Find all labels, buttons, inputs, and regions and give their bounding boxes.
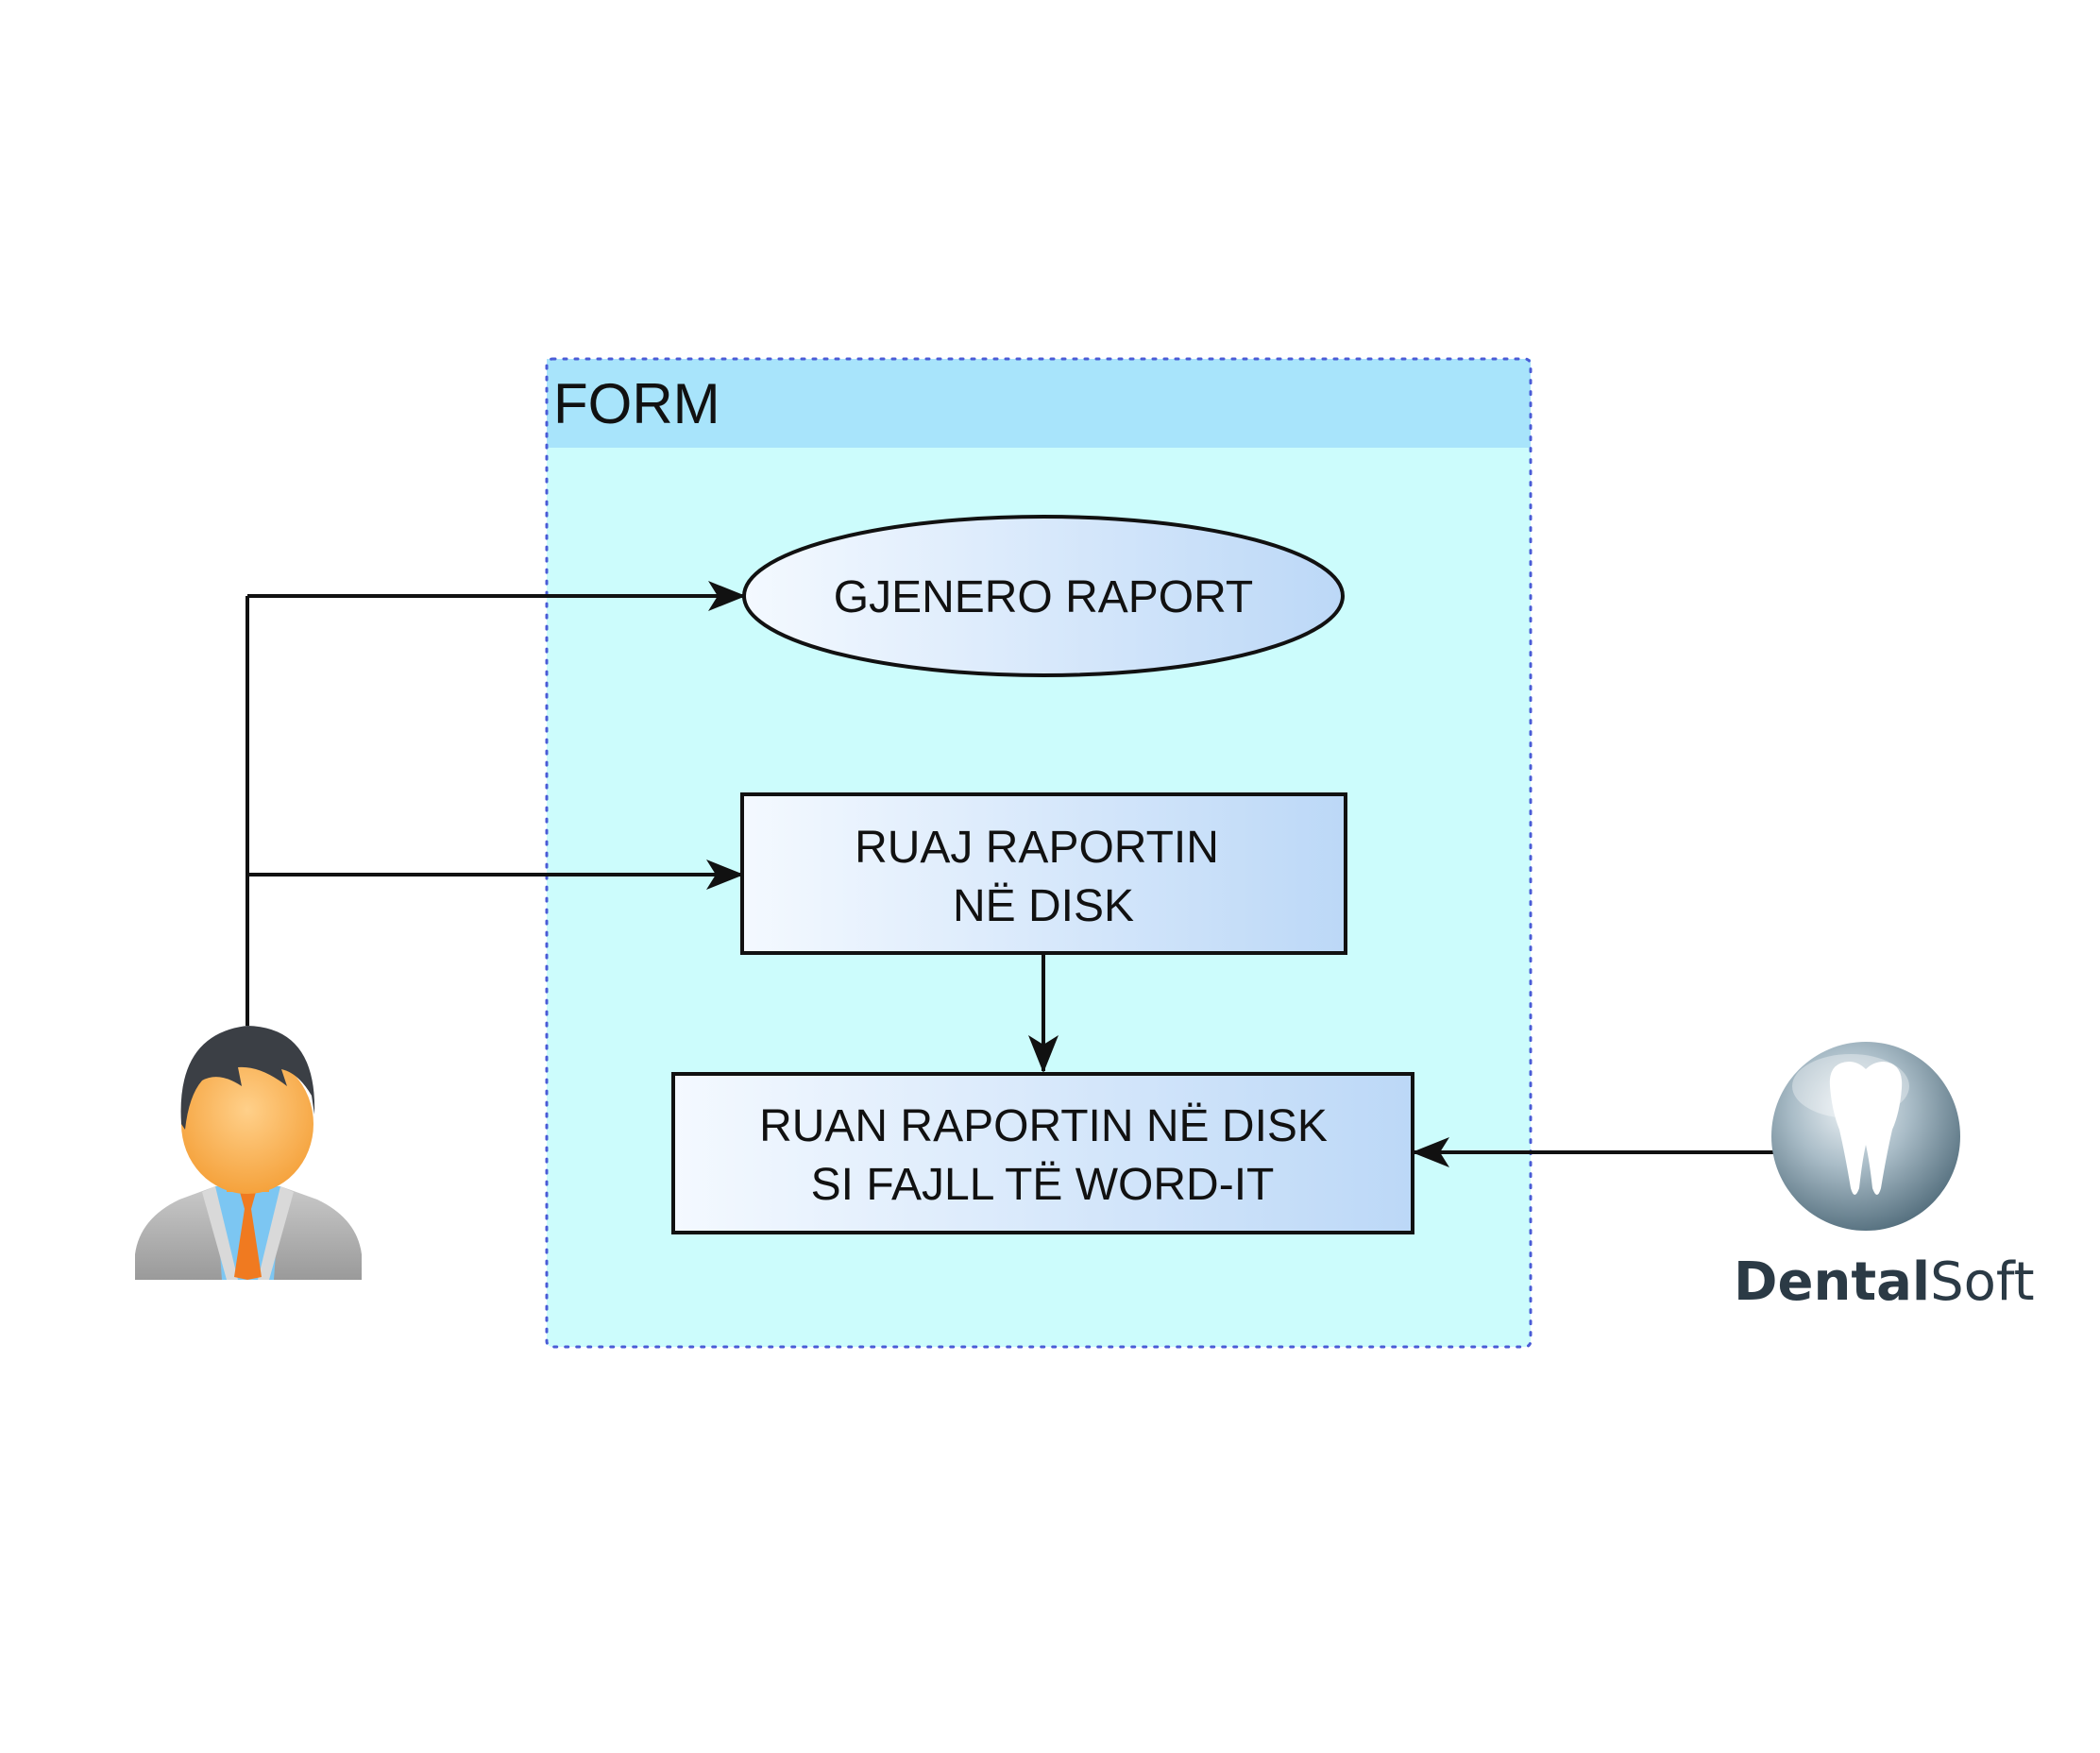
save-report-label-line2: NË DISK: [953, 881, 1134, 931]
tooth-shape: [1829, 1062, 1903, 1195]
save-report-label-line1: RUAJ RAPORTIN: [855, 823, 1219, 873]
user-lapel-left: [202, 1186, 238, 1280]
process-save-report: RUAJ RAPORTIN NË DISK: [740, 792, 1347, 955]
saves-report-label-line1: RUAN RAPORTIN NË DISK: [759, 1101, 1328, 1151]
user-face: [181, 1054, 313, 1194]
user-avatar-icon: [135, 1026, 362, 1280]
brand-light: Soft: [1930, 1251, 2035, 1313]
usecase-generate-report: GJENERO RAPORT: [742, 515, 1345, 677]
brand-bold: Dental: [1734, 1251, 1930, 1313]
save-report-box: [740, 792, 1347, 955]
generate-report-ellipse: [742, 515, 1345, 677]
dentalsoft-logo: DentalSoft: [1734, 1042, 2035, 1313]
user-lapel-right: [258, 1186, 294, 1280]
saves-report-box: [671, 1072, 1414, 1234]
process-saves-report: RUAN RAPORTIN NË DISK SI FAJLL TË WORD-I…: [671, 1072, 1414, 1234]
dentalsoft-wordmark: DentalSoft: [1734, 1251, 2035, 1313]
form-title: FORM: [553, 372, 720, 435]
user-hair: [180, 1026, 315, 1130]
saves-report-label-line2: SI FAJLL TË WORD-IT: [811, 1160, 1275, 1210]
generate-report-label: GJENERO RAPORT: [834, 572, 1254, 622]
form-border: [545, 357, 1533, 1349]
form-header: [547, 359, 1531, 448]
connectors: [246, 581, 1781, 1167]
user-tie: [234, 1192, 262, 1280]
